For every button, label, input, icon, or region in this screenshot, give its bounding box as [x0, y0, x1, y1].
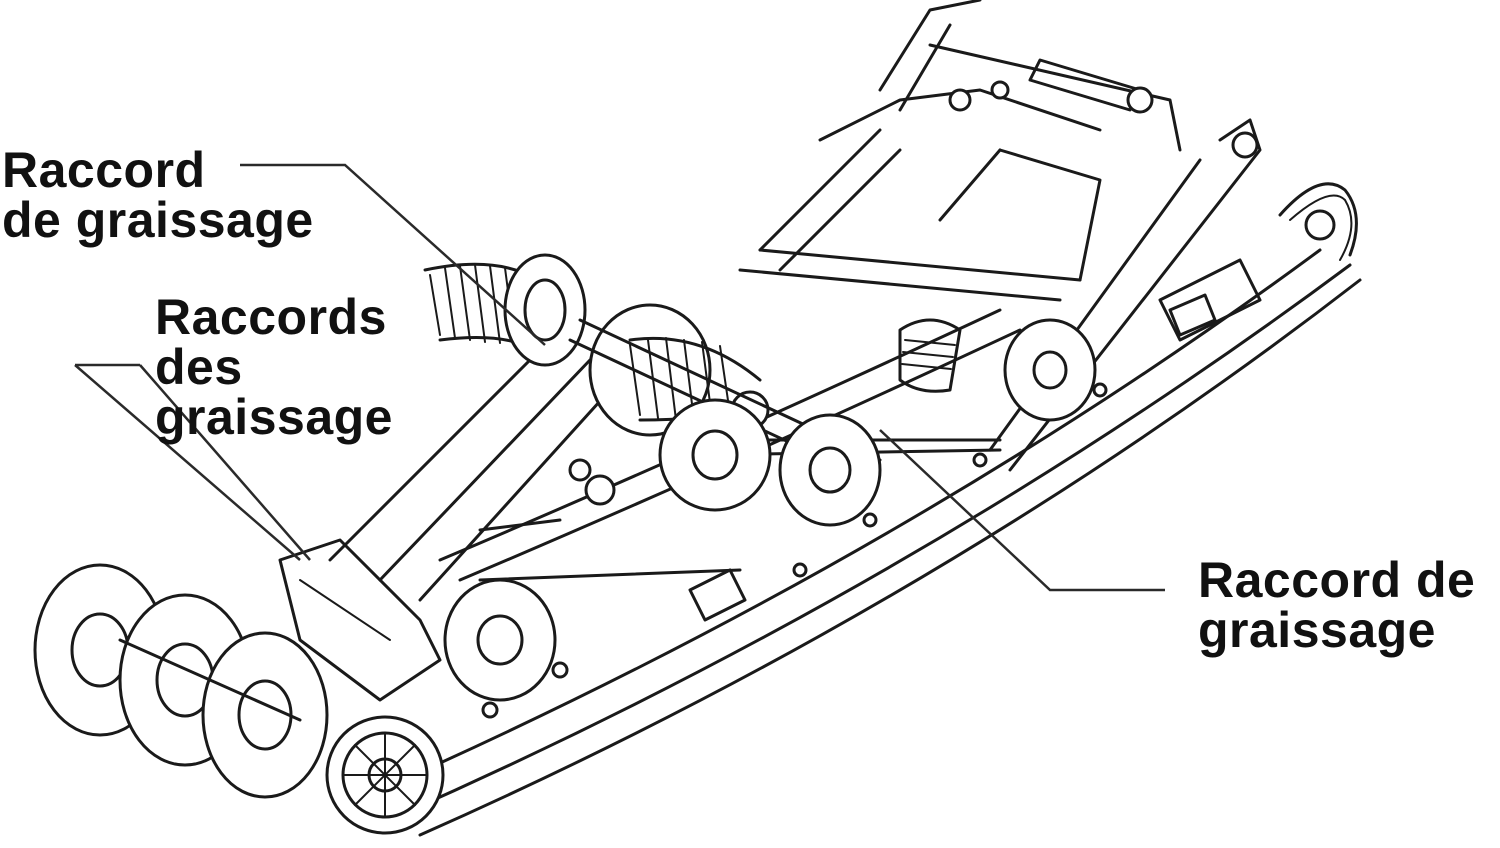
idler-wheels — [443, 318, 1097, 702]
leader-middle-left-b — [139, 364, 311, 561]
leader-middle-left-a — [74, 364, 301, 561]
callout-grease-fitting-bottom-right: Raccord de graissage — [1198, 555, 1475, 655]
leader-bottom-right — [879, 429, 1165, 592]
callout-line: graissage — [1198, 602, 1436, 658]
rear-arm — [988, 118, 1262, 472]
upper-frame — [738, 0, 1182, 302]
rear-spring — [898, 318, 962, 393]
front-wheels — [33, 563, 445, 835]
callout-line: de graissage — [2, 192, 314, 248]
callout-line: Raccord de — [1198, 552, 1476, 608]
leader-top-left — [240, 163, 546, 346]
callout-line: graissage — [155, 389, 393, 445]
leader-lines — [74, 163, 1165, 592]
callout-line: des — [155, 339, 243, 395]
front-arm — [278, 328, 612, 702]
callout-grease-fittings-middle-left: Raccords des graissage — [155, 292, 393, 442]
right-slide-rail — [378, 182, 1362, 837]
callout-line: Raccord — [2, 142, 206, 198]
callout-grease-fitting-top-left: Raccord de graissage — [2, 145, 314, 245]
rail-details — [481, 293, 1217, 719]
callout-line: Raccords — [155, 289, 387, 345]
